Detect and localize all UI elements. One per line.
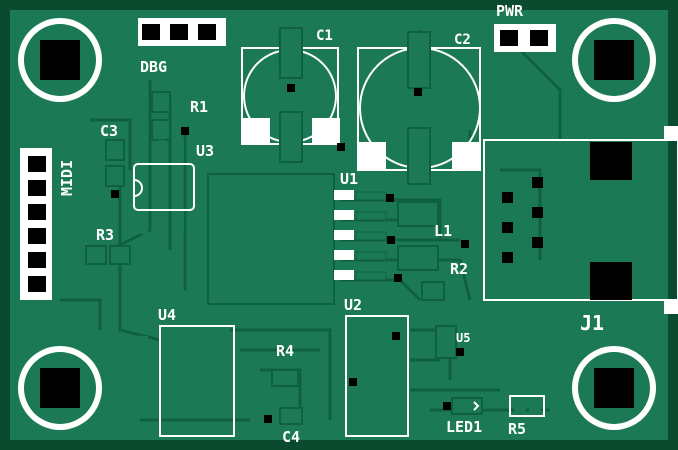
label-u3: U3 bbox=[196, 142, 214, 160]
mounting-hole-bottom-right bbox=[572, 346, 656, 430]
label-pwr: PWR bbox=[496, 2, 524, 20]
mounting-hole-top-left bbox=[18, 18, 102, 102]
mounting-hole-bottom-left bbox=[18, 346, 102, 430]
resistor-r5 bbox=[509, 395, 545, 417]
label-c1: C1 bbox=[316, 28, 333, 44]
capacitor-c2 bbox=[357, 31, 481, 185]
label-r3: R3 bbox=[96, 226, 114, 244]
resistor-r1 bbox=[151, 91, 189, 141]
inductor-l1 bbox=[397, 201, 469, 271]
connector-j1 bbox=[483, 126, 678, 314]
resistor-r4 bbox=[271, 369, 299, 387]
led-led1 bbox=[443, 397, 483, 415]
label-c4: C4 bbox=[282, 428, 300, 446]
label-u2: U2 bbox=[344, 296, 362, 314]
chip-u2 bbox=[345, 315, 409, 437]
label-u4: U4 bbox=[158, 306, 176, 324]
dbg-header bbox=[138, 18, 226, 46]
chip-u4 bbox=[132, 325, 260, 437]
chip-u1 bbox=[207, 143, 402, 305]
chip-u3 bbox=[133, 140, 195, 234]
label-midi: MIDI bbox=[58, 160, 76, 196]
label-dbg: DBG bbox=[140, 58, 167, 76]
label-u1: U1 bbox=[340, 170, 358, 188]
label-c3: C3 bbox=[100, 122, 118, 140]
label-u5: U5 bbox=[456, 331, 470, 345]
capacitor-c3 bbox=[105, 139, 125, 198]
pwr-header bbox=[494, 24, 556, 52]
chip-u5 bbox=[435, 325, 464, 359]
label-l1: L1 bbox=[434, 222, 452, 240]
label-r1: R1 bbox=[190, 98, 208, 116]
capacitor-c1 bbox=[241, 27, 340, 163]
resistor-r2 bbox=[421, 281, 445, 301]
label-r4: R4 bbox=[276, 342, 294, 360]
label-r2: R2 bbox=[450, 260, 468, 278]
label-c2: C2 bbox=[454, 32, 471, 48]
resistor-r3 bbox=[85, 245, 131, 265]
label-led1: LED1 bbox=[446, 418, 482, 436]
label-r5: R5 bbox=[508, 420, 526, 438]
midi-header bbox=[20, 148, 52, 300]
capacitor-c4 bbox=[264, 407, 303, 425]
label-j1: J1 bbox=[580, 311, 604, 335]
mounting-hole-top-right bbox=[572, 18, 656, 102]
